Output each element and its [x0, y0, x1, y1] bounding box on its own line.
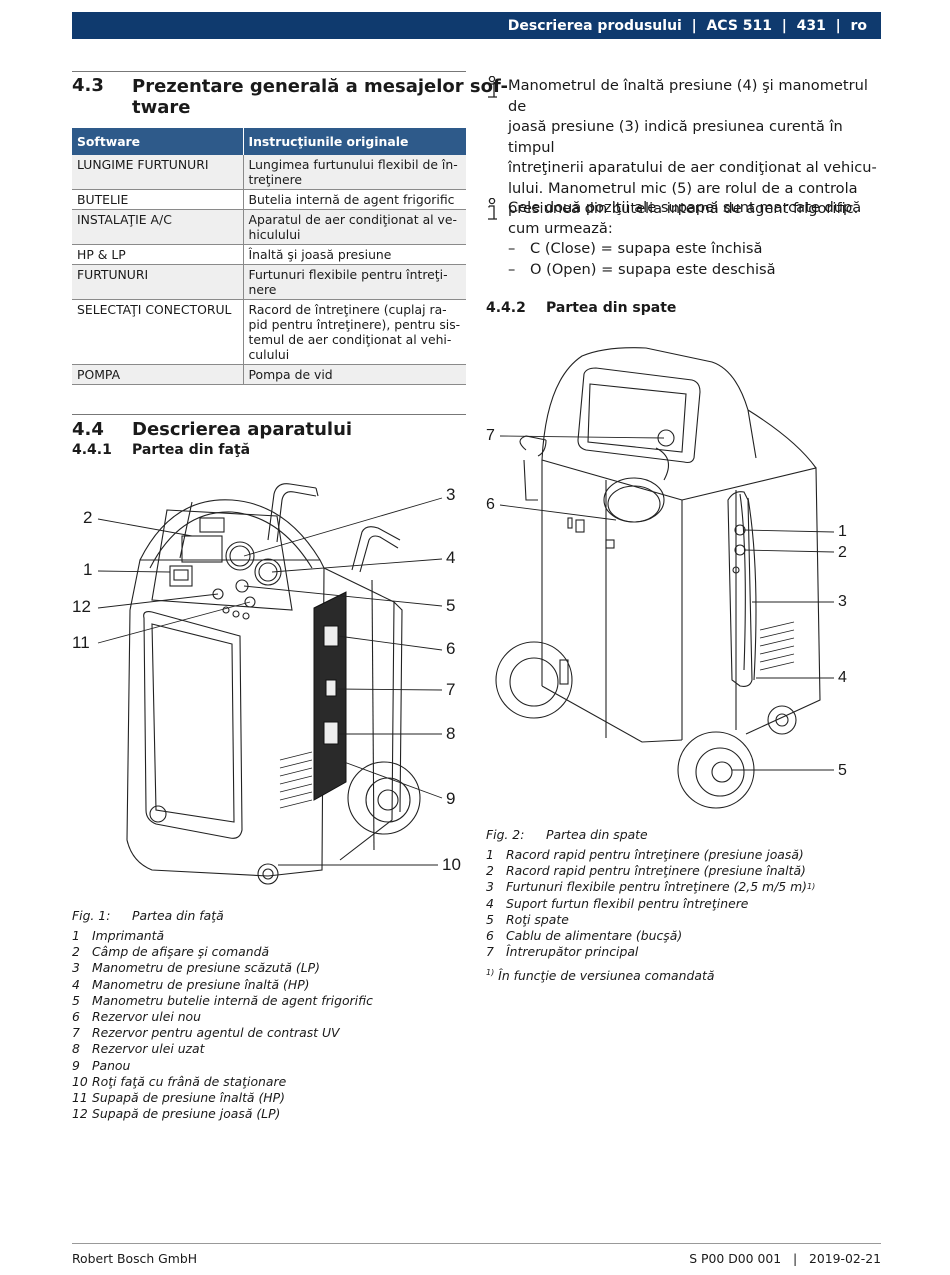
info-note-text: Cele două poziţii ale supapei sunt marca…: [508, 198, 881, 280]
header-section-title: Descrierea produsului: [507, 17, 682, 34]
fig1-callout-3: 3: [446, 485, 456, 504]
section-number: 4.3: [72, 75, 104, 96]
table-cell-software: INSTALAŢIE A/C: [72, 209, 244, 245]
fig1-title: Partea din faţă: [132, 908, 224, 923]
fig2-callout-6: 6: [486, 496, 495, 513]
table-cell-original: Aparatul de aer condiţionat al ve-hiculu…: [243, 209, 466, 245]
table-cell-software: HP & LP: [72, 244, 244, 265]
table-cell-software: BUTELIE: [72, 189, 244, 210]
section-divider: [72, 414, 466, 415]
subsection-number: 4.4.2: [486, 300, 526, 316]
info-note-gauges: Manometrul de înaltă presiune (4) şi man…: [486, 76, 881, 220]
fig1-callout-10: 10: [442, 855, 461, 874]
section-divider: [72, 71, 466, 72]
table-cell-software: POMPA: [72, 364, 244, 385]
subsection-number: 4.4.1: [72, 442, 112, 458]
table-cell-software: FURTUNURI: [72, 264, 244, 300]
table-cell-software: LUNGIME FURTUNURI: [72, 155, 244, 190]
table-header-original: Instrucţiunile originale: [243, 128, 466, 155]
fig1-callout-7: 7: [446, 680, 456, 699]
info-icon: [488, 76, 497, 98]
info-icon: [488, 198, 497, 220]
table-cell-original: Butelia internă de agent frigorific: [243, 189, 466, 210]
header-product: ACS 511: [706, 17, 773, 34]
footer-doc-info: S P00 D00 001 | 2019-02-21: [689, 1251, 881, 1266]
fig1-callout-8: 8: [446, 724, 456, 743]
info-note-valves: Cele două poziţii ale supapei sunt marca…: [486, 198, 881, 280]
table-cell-software: SELECTAŢI CONECTORUL: [72, 299, 244, 365]
page-header: Descrierea produsului | ACS 511 | 431 | …: [72, 12, 881, 39]
fig1-callout-5: 5: [446, 596, 456, 615]
table-header-row: Software Instrucţiunile originale: [72, 128, 466, 155]
fig1-callout-2: 2: [83, 508, 93, 527]
table-cell-original: Racord de întreţinere (cuplaj ra-pid pen…: [243, 299, 466, 365]
fig2-label: Fig. 2:: [486, 827, 525, 842]
fig1-callout-6: 6: [446, 639, 456, 658]
footer-company: Robert Bosch GmbH: [72, 1251, 198, 1266]
table-header-software: Software: [72, 128, 244, 155]
fig1-callout-4: 4: [446, 548, 456, 567]
subsection-title: Partea din faţă: [132, 442, 251, 458]
fig2-callout-3: 3: [838, 593, 847, 610]
table-cell-original: Lungimea furtunului flexibil de în-treţi…: [243, 155, 466, 190]
section-number: 4.4: [72, 419, 104, 440]
fig1-callout-9: 9: [446, 789, 456, 808]
fig1-callout-11: 11: [72, 633, 90, 652]
section-title: Prezentare generală a mesajelor sof- twa…: [132, 76, 508, 118]
rear-view-illustration: [495, 347, 835, 809]
footer-divider: [72, 1243, 881, 1244]
fig1-callout-12: 12: [72, 597, 91, 616]
footnote: 1) În funcţie de versiunea comandată: [486, 968, 715, 984]
front-view-illustration: [97, 483, 443, 885]
info-note-text: Manometrul de înaltă presiune (4) şi man…: [508, 77, 877, 217]
table-cell-original: Furtunuri flexibile pentru întreţi-nere: [243, 264, 466, 300]
table-cell-original: Pompa de vid: [243, 364, 466, 385]
fig1-label: Fig. 1:: [72, 908, 111, 923]
fig2-callout-4: 4: [838, 669, 847, 686]
fig2-callout-7: 7: [486, 427, 495, 444]
table-cell-original: Înaltă şi joasă presiune: [243, 244, 466, 265]
subsection-title: Partea din spate: [546, 300, 677, 316]
header-language: ro: [850, 17, 867, 34]
fig1-callout-1: 1: [83, 560, 93, 579]
fig2-callout-2: 2: [838, 544, 847, 561]
fig2-callout-5: 5: [838, 762, 847, 779]
section-title: Descrierea aparatului: [132, 419, 353, 440]
fig2-callout-1: 1: [838, 523, 847, 540]
header-page-number: 431: [796, 17, 826, 34]
list-item: –C (Close) = supapa este închisă: [508, 240, 763, 257]
list-item: –O (Open) = supapa este deschisă: [508, 260, 776, 278]
software-messages-table: Software Instrucţiunile originale LUNGIM…: [72, 128, 466, 385]
fig2-title: Partea din spate: [546, 827, 648, 842]
